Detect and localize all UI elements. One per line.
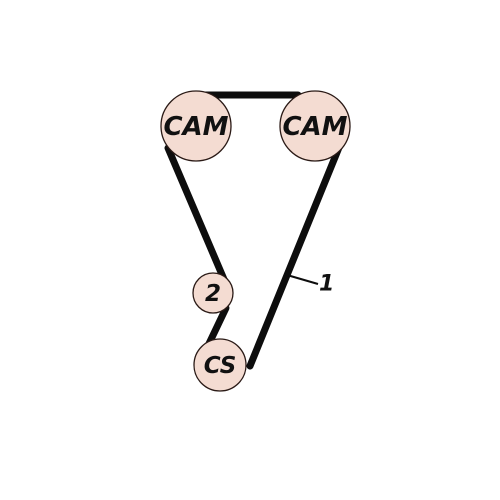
belt-right-span: [246, 141, 344, 370]
belt-callout-leader: [286, 274, 319, 285]
idler-pulley: 2: [192, 272, 234, 314]
belt-left-upper-span: [164, 144, 230, 288]
cam-pulley-right-label: CAM: [282, 112, 347, 142]
cam-pulley-left-label: CAM: [163, 112, 228, 142]
idler-pulley-label: 2: [205, 281, 221, 307]
crankshaft-pulley: CS: [193, 338, 247, 392]
crankshaft-pulley-label: CS: [204, 353, 237, 379]
cam-pulley-left: CAM: [160, 90, 232, 162]
belt-callout-number: 1: [319, 272, 334, 297]
cam-pulley-right: CAM: [279, 90, 351, 162]
